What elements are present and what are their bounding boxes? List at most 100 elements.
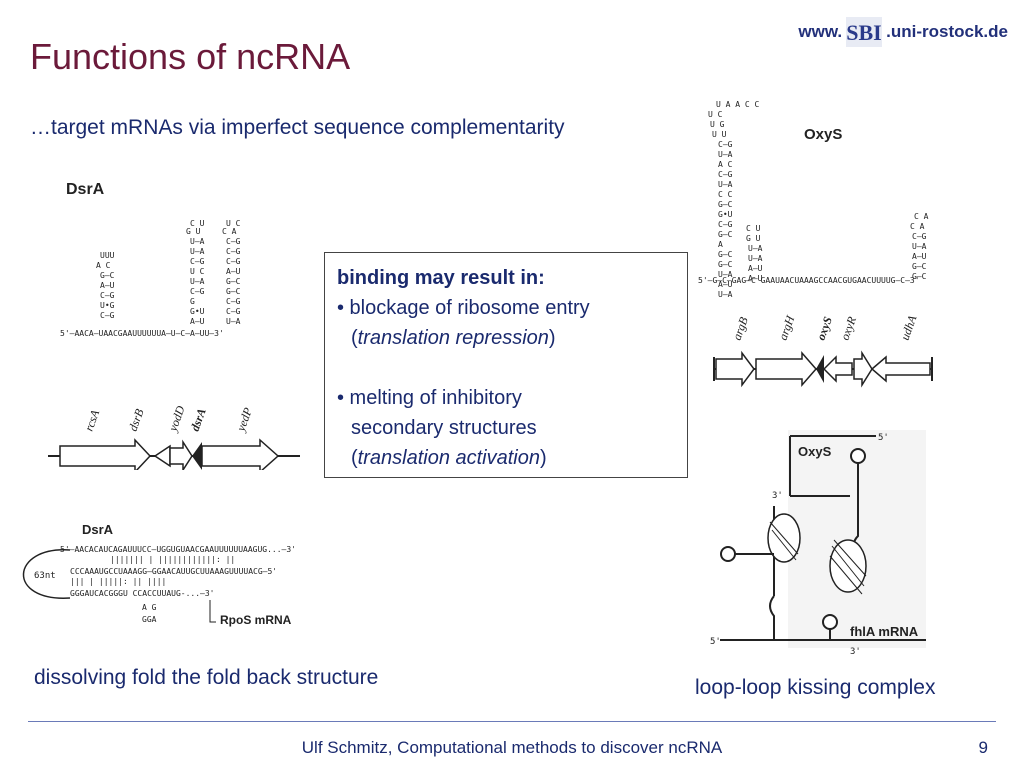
svg-text:U C: U C: [226, 219, 241, 228]
svg-text:U–A: U–A: [718, 150, 733, 159]
bulge-2: GGA: [142, 615, 157, 624]
svg-text:A–U: A–U: [748, 274, 763, 283]
pairing-dsra-label: DsrA: [82, 522, 114, 537]
svg-text:G–C: G–C: [718, 200, 733, 209]
svg-text:U–A: U–A: [718, 290, 733, 299]
slide-title: Functions of ncRNA: [30, 36, 351, 77]
svg-text:G–C: G–C: [912, 262, 927, 271]
pairing-line3: GGGAUCACGGGU CCACCUUAUG-...–3': [70, 589, 215, 598]
svg-text:C–G: C–G: [226, 237, 241, 246]
oxys-sequence: 5'–G–C–GAG–C GAAUAACUAAAGCCAACGUGAACUUUU…: [698, 276, 920, 285]
bullet-melting: • melting of inhibitory: [337, 387, 522, 409]
kissing-3prime-a: 3': [772, 491, 783, 501]
svg-text:U–A: U–A: [190, 247, 205, 256]
svg-text:G–C: G–C: [718, 260, 733, 269]
svg-text:A C: A C: [96, 261, 111, 270]
svg-text:C–G: C–G: [912, 232, 927, 241]
svg-text:U•G: U•G: [100, 301, 115, 310]
svg-text:G U: G U: [746, 234, 761, 243]
svg-text:C–G: C–G: [226, 307, 241, 316]
svg-text:C–G: C–G: [226, 297, 241, 306]
dsra-gene-map: [48, 438, 300, 470]
svg-text:U C: U C: [190, 267, 205, 276]
svg-text:U–A: U–A: [190, 277, 205, 286]
bullet-melting-detail: (translation activation): [351, 447, 547, 469]
svg-text:U C: U C: [708, 110, 723, 119]
translation-repression: translation repression: [357, 327, 549, 349]
svg-text:G•U: G•U: [718, 210, 733, 219]
svg-text:U A A C C: U A A C C: [716, 100, 760, 109]
caption-left: dissolving fold the fold back structure: [34, 666, 379, 689]
url-prefix: www.: [798, 22, 843, 41]
dsra-label: DsrA: [66, 181, 105, 198]
svg-text:C–G: C–G: [718, 170, 733, 179]
svg-text:A: A: [718, 240, 723, 249]
svg-text:U–A: U–A: [718, 270, 733, 279]
svg-text:G–C: G–C: [718, 230, 733, 239]
svg-text:U–A: U–A: [190, 237, 205, 246]
translation-activation: translation activation: [357, 447, 540, 469]
svg-text:A–U: A–U: [718, 280, 733, 289]
svg-text:C–G: C–G: [100, 291, 115, 300]
svg-text:G–C: G–C: [100, 271, 115, 280]
svg-text:UUU: UUU: [100, 251, 115, 260]
kissing-oxys-label: OxyS: [798, 444, 832, 459]
binding-result-box: binding may result in: • blockage of rib…: [324, 252, 688, 478]
svg-text:G–C: G–C: [226, 287, 241, 296]
fhla-label: fhlA mRNA: [850, 624, 919, 639]
kissing-3prime-b: 3': [850, 647, 861, 657]
svg-text:A–U: A–U: [100, 281, 115, 290]
gene-udhA: udhA: [898, 313, 920, 342]
svg-text:A–U: A–U: [226, 267, 241, 276]
oxys-structure-figure: OxyS U A A C CU C U GU U C–GU–AA C C–GU–…: [698, 100, 933, 388]
header-url: www. SBI .uni-rostock.de: [798, 14, 1008, 50]
gene-oxyR: oxyR: [838, 314, 860, 342]
bullet-blockage-detail: (translation repression): [351, 327, 556, 349]
svg-text:G–C: G–C: [718, 250, 733, 259]
svg-text:G•U: G•U: [190, 307, 205, 316]
gene-yodD: yodD: [165, 403, 188, 433]
svg-text:A–U: A–U: [190, 317, 205, 326]
svg-text:C A: C A: [222, 227, 237, 236]
kissing-5prime-b: 5': [710, 637, 721, 647]
svg-text:G–C: G–C: [226, 277, 241, 286]
bulge-1: A G: [142, 603, 157, 612]
svg-text:C–G: C–G: [718, 220, 733, 229]
svg-text:C–G: C–G: [100, 311, 115, 320]
svg-text:A C: A C: [718, 160, 733, 169]
svg-text:C A: C A: [910, 222, 925, 231]
svg-text:U–A: U–A: [748, 244, 763, 253]
gene-argH: argH: [776, 313, 798, 342]
bullet-blockage: • blockage of ribosome entry: [337, 297, 590, 319]
svg-text:C U: C U: [746, 224, 761, 233]
kissing-5prime: 5': [878, 433, 889, 443]
svg-text:C–G: C–G: [226, 247, 241, 256]
gene-argB: argB: [730, 314, 751, 342]
dsra-structure-figure: DsrA UUUA C G–CA–UC–G U•GC–G C UG U U–AU…: [48, 181, 300, 470]
svg-text:C–G: C–G: [226, 257, 241, 266]
svg-text:U G: U G: [710, 120, 725, 129]
svg-text:SBI: SBI: [846, 20, 881, 45]
pairing-line2: CCCAAAUGCCUAAAGG–GGAACAUUGCUUAAAGUUUUACG…: [70, 567, 277, 576]
svg-text:U–A: U–A: [912, 242, 927, 251]
slide-subtitle: …target mRNAs via imperfect sequence com…: [30, 116, 565, 139]
oxys-label: OxyS: [804, 126, 842, 143]
gene-dsrA: dsrA: [188, 406, 209, 433]
svg-text:C A: C A: [914, 212, 929, 221]
dsra-sequence: 5'–AACA–UAACGAAUUUUUUA–U–C–A–UU–3': [60, 329, 224, 338]
footer-text: Ulf Schmitz, Computational methods to di…: [301, 738, 723, 757]
footer-divider: [28, 721, 996, 722]
svg-text:||| | |||||: || ||||: ||| | |||||: || ||||: [70, 577, 166, 586]
svg-text:C–G: C–G: [190, 257, 205, 266]
dsra-gene-labels: rcsA dsrB yodD dsrA yedP: [82, 403, 256, 433]
oxys-stem-loops: U A A C CU C U GU U C–GU–AA C C–GU–AC C …: [708, 100, 929, 299]
rpos-label: RpoS mRNA: [220, 613, 292, 627]
gene-oxyS: oxyS: [814, 314, 835, 342]
gene-rcsA: rcsA: [82, 407, 103, 433]
url-suffix: .uni-rostock.de: [886, 22, 1008, 41]
svg-text:C–G: C–G: [190, 287, 205, 296]
svg-text:G–C: G–C: [912, 272, 927, 281]
svg-text:U–A: U–A: [748, 254, 763, 263]
svg-text:G: G: [190, 297, 195, 306]
caption-right: loop-loop kissing complex: [695, 676, 936, 699]
